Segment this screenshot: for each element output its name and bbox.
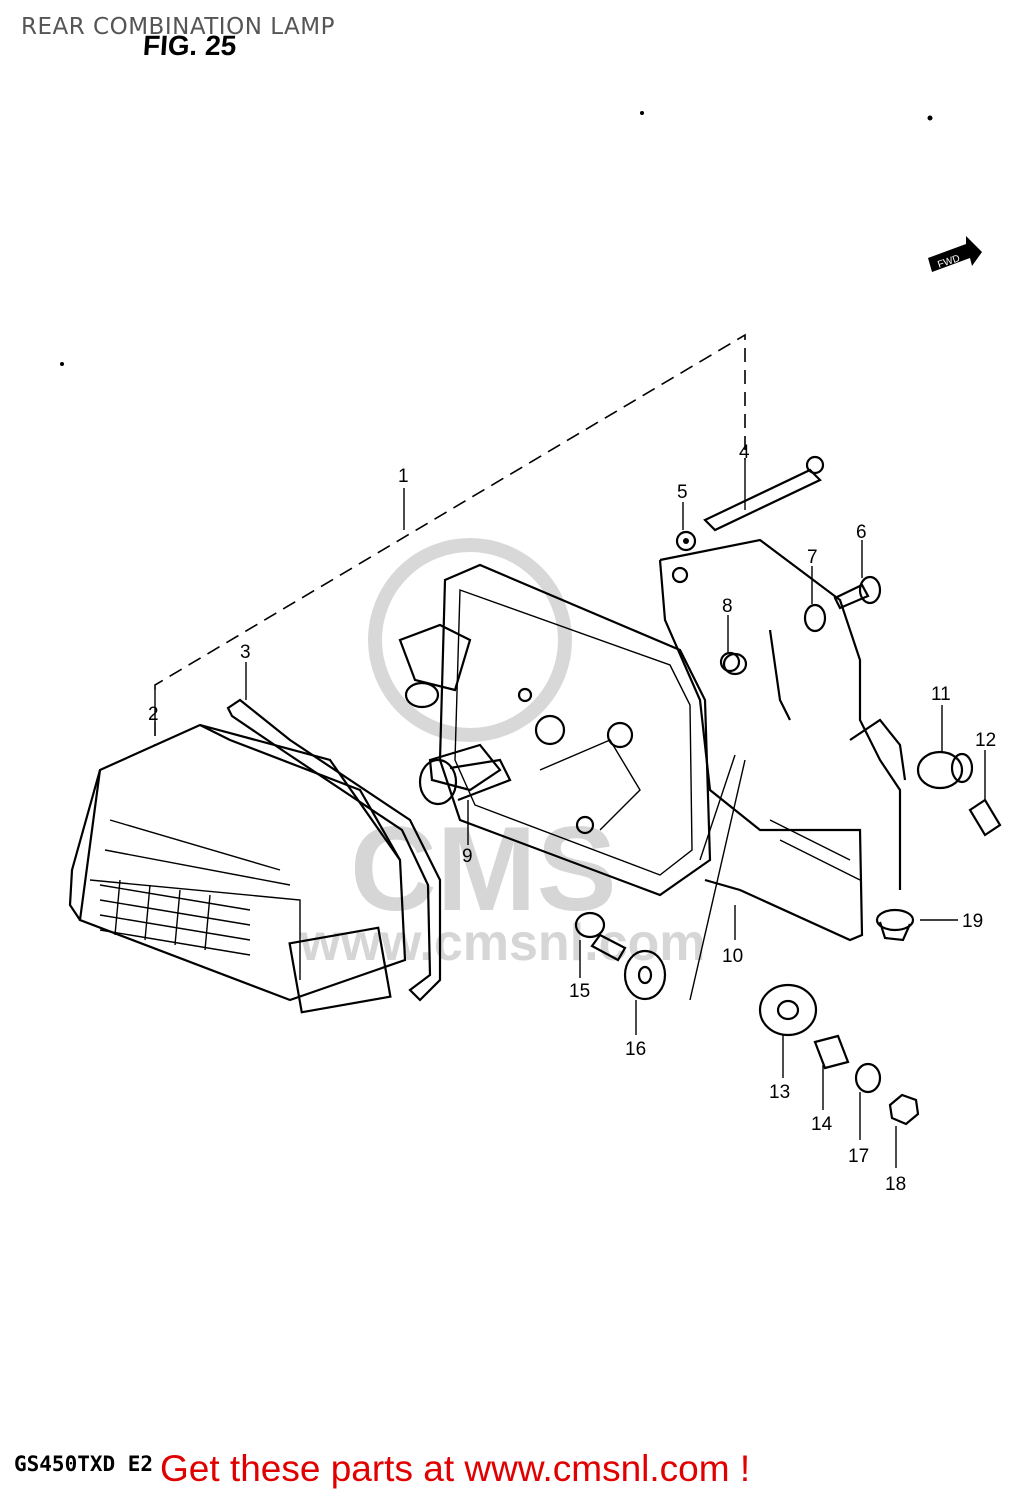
collar-12 xyxy=(968,798,1002,837)
callout-15: 15 xyxy=(569,981,590,1002)
assembly-leader xyxy=(154,333,746,745)
bracket xyxy=(658,538,907,1001)
cushion-13 xyxy=(758,983,818,1037)
screw-15 xyxy=(574,911,627,962)
callout-9: 9 xyxy=(462,846,473,867)
callout-10: 10 xyxy=(722,946,743,967)
grommet-19 xyxy=(875,908,915,942)
bolt-4 xyxy=(703,455,825,532)
callouts: 1 2 3 4 5 6 7 8 9 10 11 12 13 14 15 16 1… xyxy=(148,442,996,1195)
callout-18: 18 xyxy=(885,1174,906,1195)
lens xyxy=(68,723,407,1014)
callout-11: 11 xyxy=(931,684,951,705)
screw-6 xyxy=(833,575,882,610)
part-8 xyxy=(722,652,748,676)
callout-8: 8 xyxy=(722,596,733,617)
washer-17 xyxy=(854,1062,882,1094)
callout-6: 6 xyxy=(856,522,867,543)
washer-5 xyxy=(675,530,697,552)
cushion-11 xyxy=(916,750,974,790)
callout-4: 4 xyxy=(739,442,750,463)
fwd-arrow-icon: FWD xyxy=(928,236,982,272)
callout-16: 16 xyxy=(625,1039,646,1060)
collar-14 xyxy=(813,1034,850,1070)
callout-17: 17 xyxy=(848,1146,869,1167)
washer-16 xyxy=(623,949,667,1001)
callout-2: 2 xyxy=(148,704,159,725)
footer-parts-link[interactable]: Get these parts at www.cmsnl.com ! xyxy=(160,1448,751,1489)
callout-13: 13 xyxy=(769,1082,790,1103)
model-code: GS450TXD E2 xyxy=(14,1452,154,1476)
callout-14: 14 xyxy=(811,1114,833,1135)
gasket xyxy=(226,698,442,1002)
callout-1: 1 xyxy=(398,466,409,487)
callout-5: 5 xyxy=(677,482,688,503)
callout-19: 19 xyxy=(962,911,983,932)
nut-18 xyxy=(888,1093,920,1126)
callout-12: 12 xyxy=(975,730,996,751)
leader-lines xyxy=(154,460,986,1168)
bulb xyxy=(418,758,512,806)
washer-7 xyxy=(803,603,827,633)
cms-watermark: CMS www.cmsnl.com xyxy=(299,538,706,972)
callout-3: 3 xyxy=(240,642,251,663)
page-title: REAR COMBINATION LAMP xyxy=(21,14,336,40)
callout-7: 7 xyxy=(807,547,818,568)
watermark-url: www.cmsnl.com xyxy=(299,914,706,972)
